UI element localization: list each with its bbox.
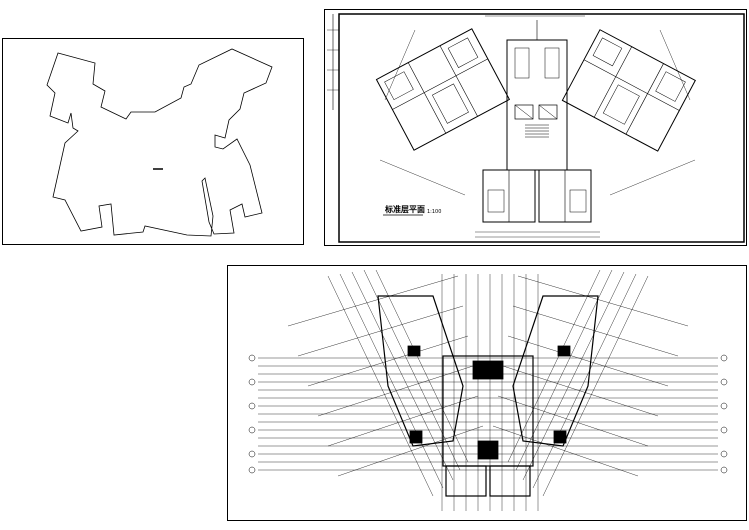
central-core — [506, 20, 568, 171]
dimension-lines — [379, 15, 696, 238]
left-angled-grid — [287, 269, 484, 497]
building-outline — [46, 48, 273, 237]
outline-drawing — [46, 48, 273, 237]
outline-sheet — [2, 38, 304, 245]
bottom-units — [482, 169, 592, 223]
left-wing — [375, 28, 511, 151]
standard-plan-sheet: 标准层平面 1:100 — [324, 9, 747, 246]
axis-bubbles-right — [720, 354, 728, 474]
stair-block — [407, 345, 571, 460]
dimension-plan-sheet — [227, 265, 747, 521]
plan-scale: 1:100 — [427, 209, 441, 215]
drawing-frame — [338, 13, 745, 243]
dimension-plan-drawing — [248, 269, 728, 511]
vertical-dimension-grid — [441, 274, 539, 511]
horizontal-dimension-grid — [258, 357, 718, 471]
plan-title: 标准层平面 — [384, 204, 425, 214]
right-wing — [561, 29, 696, 152]
axis-bubbles-left — [248, 354, 256, 474]
standard-plan-drawing: 标准层平面 1:100 — [327, 13, 745, 243]
plan-walls — [377, 295, 599, 497]
